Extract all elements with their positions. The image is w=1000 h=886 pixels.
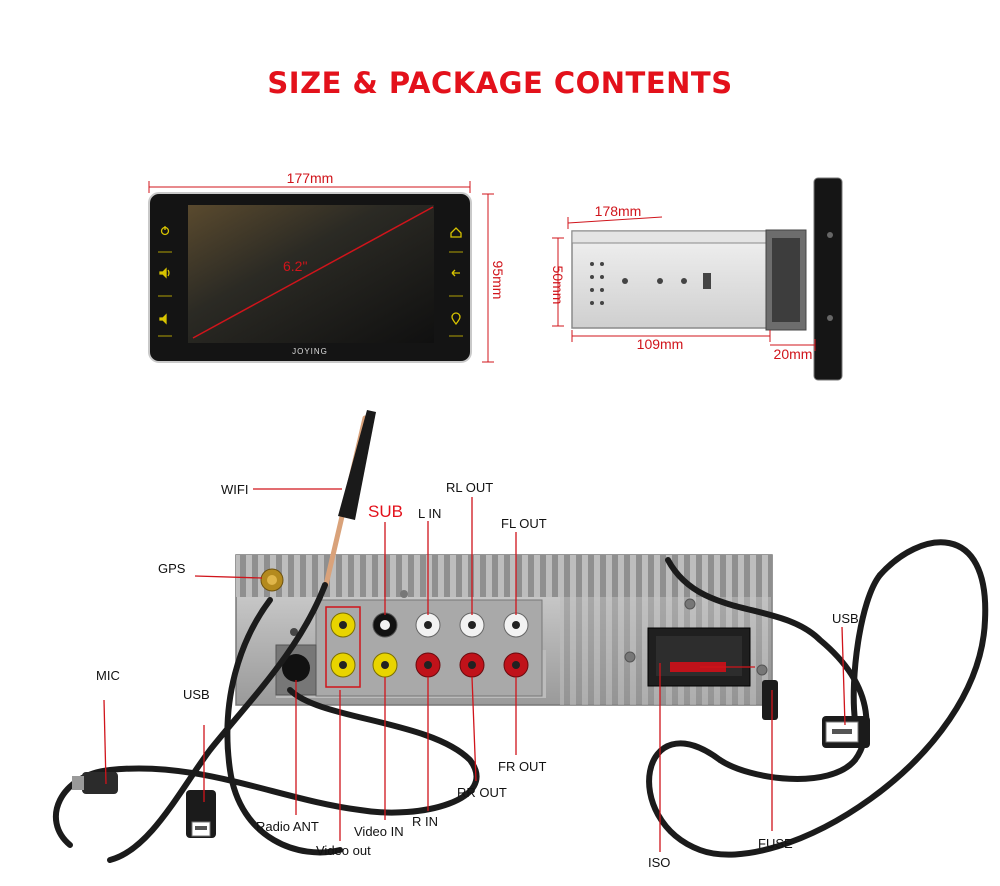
label-gps: GPS — [158, 561, 186, 576]
rca-fl-out[interactable] — [503, 612, 529, 638]
volume-down-icon[interactable] — [159, 313, 167, 325]
rca-rr-out[interactable] — [459, 652, 485, 678]
front-view: 177mm 95mm 6.2" JOYING — [148, 170, 506, 363]
mic-connector[interactable] — [72, 772, 118, 794]
wifi-antenna[interactable] — [323, 410, 376, 588]
power-icon[interactable] — [160, 226, 170, 236]
label-rl-out: RL OUT — [446, 480, 493, 495]
usb-plug-right[interactable] — [822, 716, 870, 748]
label-sub: SUB — [368, 502, 403, 521]
label-video-out: Video out — [316, 843, 371, 858]
fuse-holder[interactable] — [762, 680, 778, 720]
screen-diagonal-line — [192, 206, 434, 339]
screen-diagonal-label: 6.2" — [283, 258, 307, 274]
label-wifi: WIFI — [221, 482, 248, 497]
side-height-label: 50mm — [550, 266, 566, 305]
label-mic: MIC — [96, 668, 120, 683]
label-usb-right: USB — [832, 611, 859, 626]
side-view: 178mm 50mm — [550, 177, 843, 381]
volume-up-icon[interactable] — [159, 267, 170, 279]
usb-plug-left[interactable] — [186, 790, 216, 838]
front-height-label: 95mm — [490, 261, 506, 300]
label-fuse: FUSE — [758, 836, 793, 851]
label-r-in: R IN — [412, 814, 438, 829]
rca-video-in[interactable] — [372, 652, 398, 678]
front-width-label: 177mm — [287, 170, 334, 186]
label-fl-out: FL OUT — [501, 516, 547, 531]
iso-connector[interactable] — [647, 627, 751, 687]
rca-r-in[interactable] — [415, 652, 441, 678]
label-fr-out: FR OUT — [498, 759, 546, 774]
gps-pin-icon[interactable] — [451, 312, 461, 326]
rear-view — [52, 410, 989, 863]
side-depth-label: 178mm — [595, 203, 642, 219]
label-rr-out: RR OUT — [457, 785, 507, 800]
video-out-highlight — [325, 606, 361, 688]
rca-video-out-top[interactable] — [330, 612, 356, 638]
label-l-in: L IN — [418, 506, 441, 521]
rca-fr-out[interactable] — [503, 652, 529, 678]
home-icon[interactable] — [450, 227, 462, 238]
back-icon[interactable] — [451, 269, 460, 277]
rca-sub-out[interactable] — [372, 612, 398, 638]
page-title: SIZE & PACKAGE CONTENTS — [267, 66, 733, 100]
brand-logo-text: JOYING — [292, 347, 328, 356]
rca-panel — [325, 606, 529, 688]
port-labels: WIFI GPS SUB L IN RL OUT FL OUT USB MIC … — [96, 480, 859, 870]
rca-rl-out[interactable] — [459, 612, 485, 638]
rca-l-in[interactable] — [415, 612, 441, 638]
side-body-depth-label: 109mm — [637, 336, 684, 352]
gps-antenna-port[interactable] — [260, 568, 284, 592]
faceplate-side — [813, 177, 843, 381]
chassis-side — [571, 230, 773, 329]
leader-lines — [103, 488, 846, 852]
label-video-in: Video IN — [354, 824, 404, 839]
label-usb-left: USB — [183, 687, 210, 702]
label-radio-ant: Radio ANT — [256, 819, 319, 834]
label-iso: ISO — [648, 855, 670, 870]
rca-video-out-bottom[interactable] — [330, 652, 356, 678]
side-face-depth-label: 20mm — [774, 346, 813, 362]
